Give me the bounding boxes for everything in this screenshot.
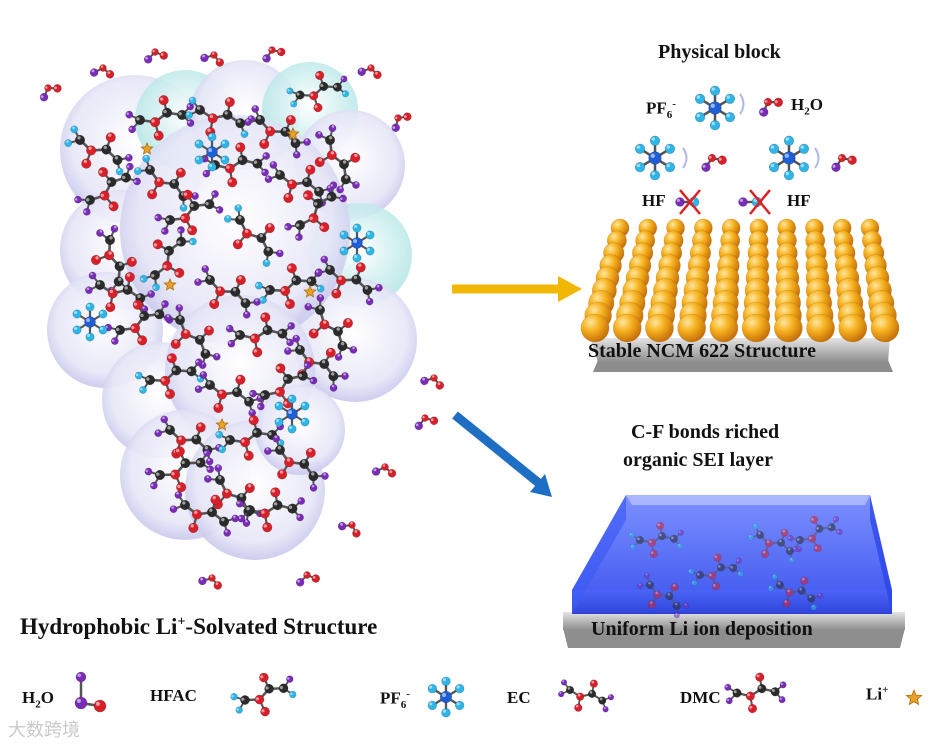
legend-pf6-label: PF6-: [380, 688, 410, 712]
uniform-deposition-label: Uniform Li ion deposition: [591, 618, 813, 640]
free-water-molecules: [39, 46, 445, 590]
legend-ec-label: EC: [507, 688, 531, 707]
arrow-to-anode: [452, 411, 552, 497]
legend-h2o-label: H2O: [22, 688, 54, 711]
stable-structure-label: Stable NCM 622 Structure: [588, 340, 816, 362]
ncm-622-cathode: [580, 218, 900, 372]
legend-molecule-icons: [74, 671, 923, 718]
physical-block-molecules: [634, 85, 857, 215]
watermark-text: 大数跨境: [8, 720, 80, 741]
pf6-label-top: PF6-: [646, 98, 676, 122]
solvated-structure-title: Hydrophobic Li+-Solvated Structure: [20, 614, 378, 639]
lithium-ion-stars: [140, 126, 317, 431]
sei-embedded-molecules: [628, 515, 843, 619]
hf-label-right: HF: [787, 191, 811, 210]
ncm-particle-array: [580, 218, 900, 343]
legend-li-label: Li+: [866, 684, 889, 704]
legend-hfac-label: HFAC: [150, 686, 197, 705]
solvent-molecule-network: [64, 70, 383, 537]
sei-layer-block: [563, 495, 905, 648]
physical-block-title: Physical block: [658, 41, 781, 63]
arrow-to-cathode: [452, 276, 582, 302]
legend-dmc-label: DMC: [680, 688, 721, 707]
h2o-label-top: H2O: [791, 95, 823, 118]
sei-title-line1: C-F bonds riched: [631, 421, 780, 443]
hf-label-left: HF: [642, 191, 666, 210]
pf6-anions-in-cloud: [72, 132, 375, 434]
sei-title-line2: organic SEI layer: [623, 449, 773, 471]
